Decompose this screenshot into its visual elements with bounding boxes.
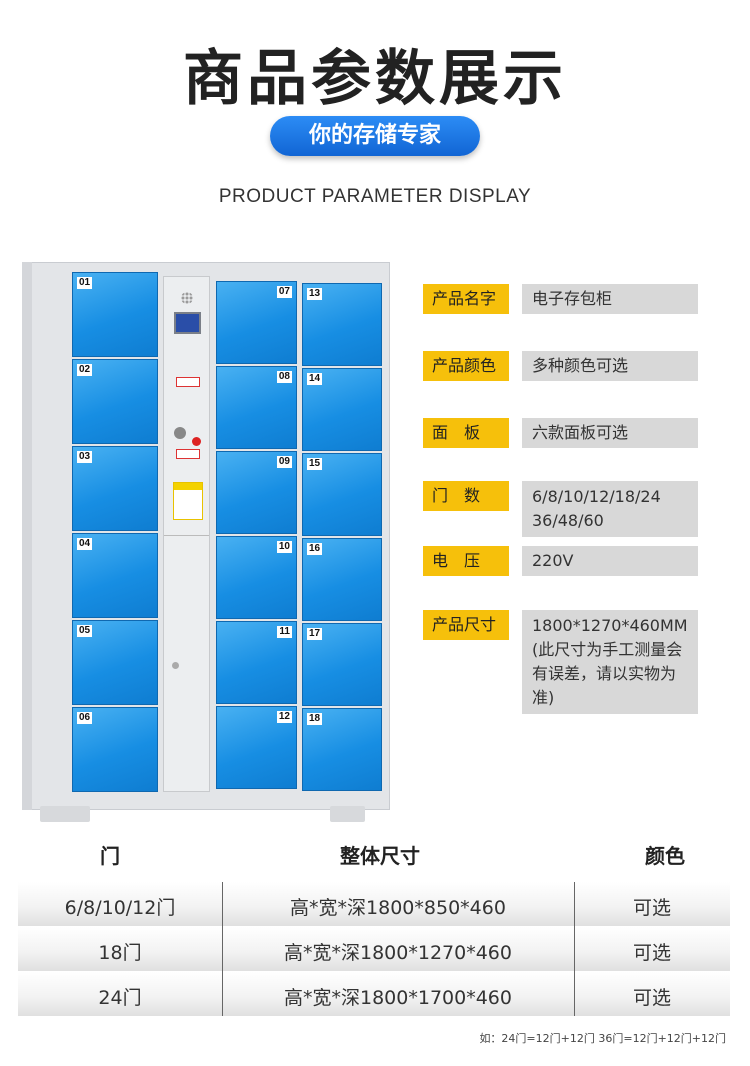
door-number: 13 xyxy=(307,288,323,300)
tagline-badge: 你的存储专家 xyxy=(270,116,480,156)
warning-sticker xyxy=(173,482,203,520)
door-number: 09 xyxy=(276,456,292,468)
locker-door: 01 xyxy=(72,272,158,357)
door-number: 14 xyxy=(307,373,323,385)
table-cell: 可选 xyxy=(632,897,671,919)
table-row xyxy=(18,972,730,1016)
spec-value-size: 1800*1270*460MM (此尺寸为手工测量会有误差，请以实物为准) xyxy=(522,610,698,714)
table-cell: 高*宽*深1800*850*460 xyxy=(290,897,506,919)
table-divider xyxy=(574,882,575,1016)
spec-value-name: 电子存包柜 xyxy=(522,284,698,314)
door-number: 10 xyxy=(276,541,292,553)
door-number: 08 xyxy=(276,371,292,383)
spec-label-color: 产品颜色 xyxy=(423,351,509,381)
table-divider xyxy=(222,882,223,1016)
lock-icon xyxy=(172,662,179,669)
locker-door: 15 xyxy=(302,453,382,536)
table-cell: 高*宽*深1800*1700*460 xyxy=(284,987,512,1009)
door-number: 12 xyxy=(276,711,292,723)
red-button xyxy=(192,437,201,446)
locker-foot xyxy=(330,806,365,822)
spec-label-doors: 门 数 xyxy=(423,481,509,511)
table-header-doors: 门 xyxy=(100,844,120,868)
door-number: 02 xyxy=(77,364,93,376)
locker-door: 11 xyxy=(216,621,297,704)
table-footnote: 如：24门=12门+12门 36门=12门+12门+12门 xyxy=(479,1032,726,1045)
locker-door: 04 xyxy=(72,533,158,618)
table-cell: 高*宽*深1800*1270*460 xyxy=(284,942,512,964)
door-number: 03 xyxy=(77,451,93,463)
locker-door: 08 xyxy=(216,366,297,449)
spec-value-panel: 六款面板可选 xyxy=(522,418,698,448)
locker-side-panel xyxy=(22,262,32,810)
locker-door: 03 xyxy=(72,446,158,531)
spec-label-size: 产品尺寸 xyxy=(423,610,509,640)
table-cell: 6/8/10/12门 xyxy=(64,897,176,919)
locker-door: 06 xyxy=(72,707,158,792)
table-cell: 24门 xyxy=(98,987,142,1009)
locker-door: 07 xyxy=(216,281,297,364)
door-number: 15 xyxy=(307,458,323,470)
key-icon xyxy=(174,427,186,439)
locker-door: 12 xyxy=(216,706,297,789)
table-cell: 可选 xyxy=(632,942,671,964)
table-row xyxy=(18,882,730,926)
locker-foot xyxy=(40,806,90,822)
spec-value-doors: 6/8/10/12/18/24 36/48/60 xyxy=(522,481,698,537)
display-screen xyxy=(174,312,201,334)
locker-door: 02 xyxy=(72,359,158,444)
speaker-icon xyxy=(181,292,193,304)
table-header-size: 整体尺寸 xyxy=(340,844,420,868)
table-row xyxy=(18,927,730,971)
locker-door: 18 xyxy=(302,708,382,791)
retrieve-label xyxy=(176,449,200,459)
door-number: 06 xyxy=(77,712,93,724)
door-number: 04 xyxy=(77,538,93,550)
door-number: 11 xyxy=(277,626,292,638)
table-header-color: 颜色 xyxy=(645,844,685,868)
door-number: 01 xyxy=(77,277,93,289)
page-title: 商品参数展示 xyxy=(183,44,567,114)
page-subtitle: PRODUCT PARAMETER DISPLAY xyxy=(218,186,532,207)
spec-label-name: 产品名字 xyxy=(423,284,509,314)
panel-seam xyxy=(164,535,209,536)
door-number: 05 xyxy=(77,625,93,637)
door-number: 16 xyxy=(307,543,323,555)
locker-door: 17 xyxy=(302,623,382,706)
spec-label-voltage: 电 压 xyxy=(423,546,509,576)
door-number: 07 xyxy=(276,286,292,298)
spec-value-voltage: 220V xyxy=(522,546,698,576)
locker-door: 13 xyxy=(302,283,382,366)
table-cell: 可选 xyxy=(632,987,671,1009)
locker-door: 16 xyxy=(302,538,382,621)
locker-door: 09 xyxy=(216,451,297,534)
locker-door: 05 xyxy=(72,620,158,705)
table-cell: 18门 xyxy=(98,942,142,964)
save-label xyxy=(176,377,200,387)
door-number: 17 xyxy=(307,628,323,640)
door-number: 18 xyxy=(307,713,323,725)
locker-door: 10 xyxy=(216,536,297,619)
spec-value-color: 多种颜色可选 xyxy=(522,351,698,381)
spec-label-panel: 面 板 xyxy=(423,418,509,448)
control-panel xyxy=(163,276,210,792)
locker-door: 14 xyxy=(302,368,382,451)
